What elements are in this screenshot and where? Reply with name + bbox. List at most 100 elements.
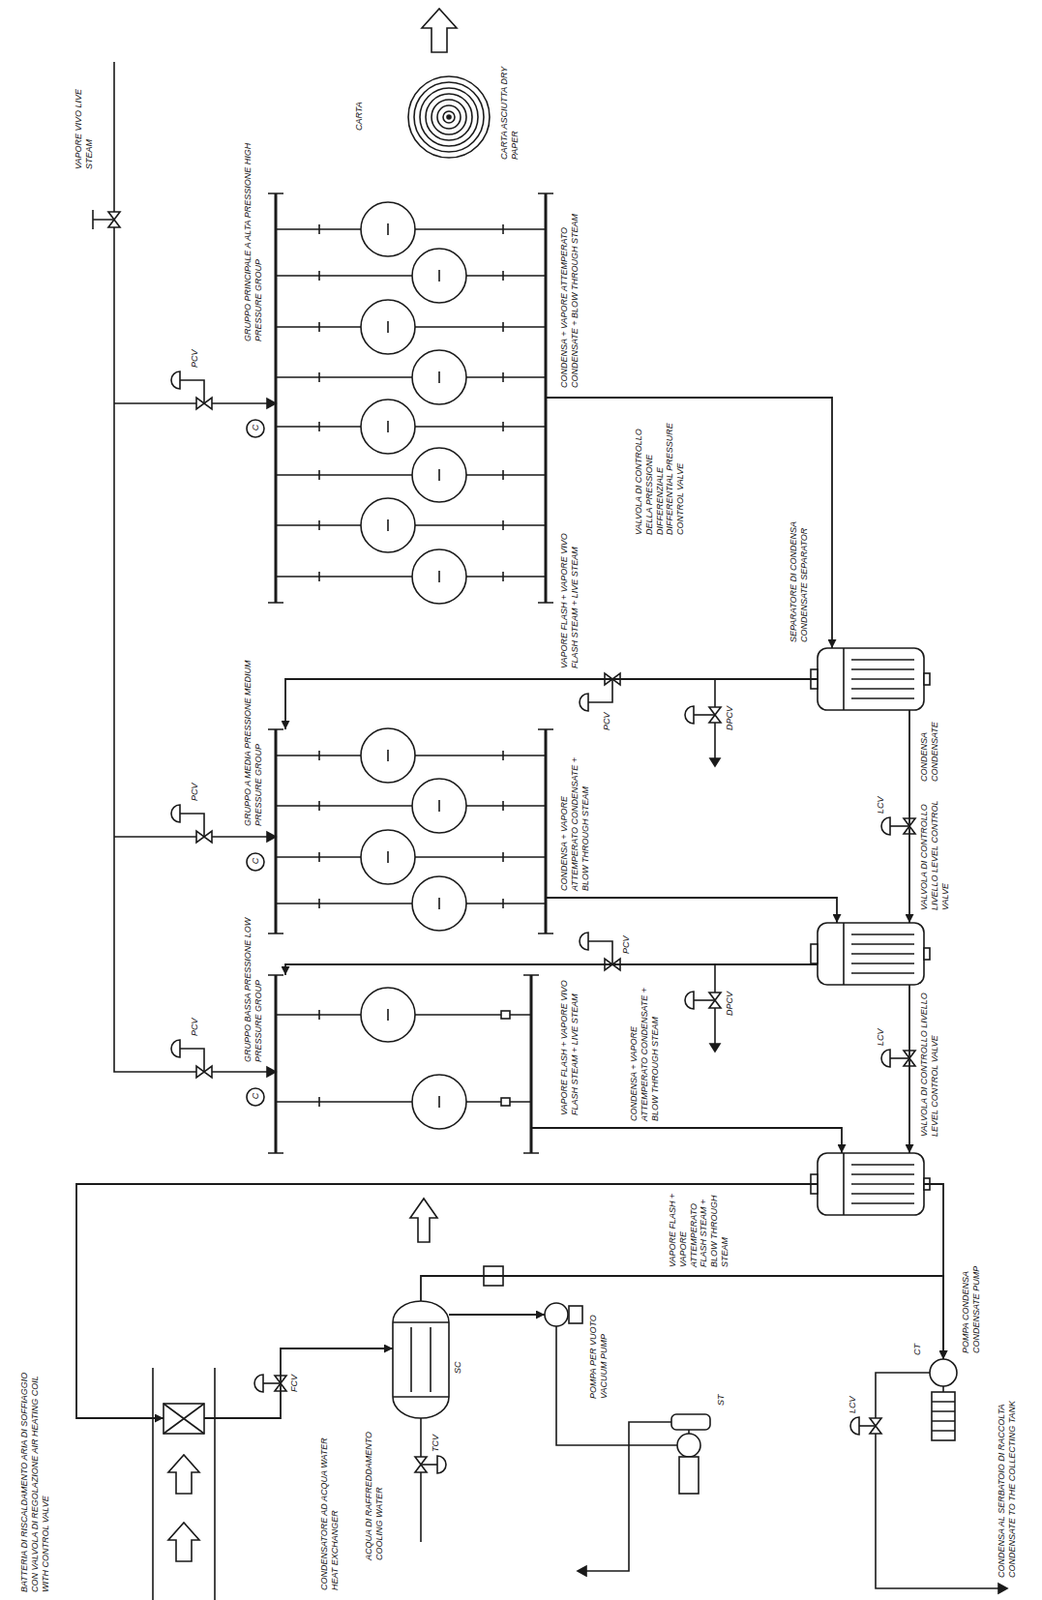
flow-label: VAPORE FLASH + VAPORE ATTEMPERATO FLASH … — [667, 1187, 731, 1269]
instrument-tag: PCV — [189, 348, 201, 369]
actuator-stem — [179, 813, 205, 837]
steam-trap — [501, 1011, 510, 1019]
pump-motor — [931, 1392, 955, 1441]
exchanger-shell — [392, 1301, 449, 1419]
separator-internals — [843, 1153, 915, 1216]
cylinder-joint — [387, 1009, 440, 1108]
duct-wall — [152, 1368, 215, 1600]
flow-label: VAPORE VIVO LIVE STEAM — [73, 57, 95, 171]
pipe-connector — [285, 679, 818, 730]
pressure-group: GRUPPO PRINCIPALE A ALTA PRESSIONE HIGH … — [275, 193, 546, 603]
exchanger-tubes — [392, 1322, 449, 1398]
cylinder-pipe — [275, 224, 546, 582]
cylinder-joint — [387, 223, 440, 583]
instrument-tag: ST — [715, 1393, 727, 1407]
separator-nozzle — [923, 673, 930, 685]
separator-shell — [817, 1153, 924, 1216]
silencer-tank — [671, 1414, 711, 1430]
actuator-stem — [693, 714, 715, 716]
motor-fins — [931, 1386, 955, 1431]
paper-flow — [408, 8, 490, 1243]
paper-reel — [437, 105, 461, 129]
paper-reel — [408, 76, 490, 158]
flow-label: ACQUA DI RAFFREDDAMENTO COOLING WATER — [363, 1424, 386, 1562]
low-pressure-cylinders — [267, 975, 539, 1154]
air-flow-arrow — [168, 1522, 200, 1562]
instrument-tag: FCV — [289, 1373, 300, 1394]
actuator-stem — [263, 1382, 281, 1385]
instrument-tag: PCV — [189, 1016, 201, 1038]
flow-arrowhead — [998, 1583, 1008, 1594]
valve-actuator — [579, 932, 589, 951]
pipe-connector — [448, 1313, 545, 1316]
actuator-stem — [179, 380, 205, 404]
separator-internals — [843, 922, 915, 985]
separator-nozzle — [810, 944, 818, 964]
medium-pressure-cylinders — [267, 728, 554, 934]
paper-direction-arrow — [410, 1198, 438, 1243]
valve-actuator — [881, 1049, 891, 1068]
pressure-group: GRUPPO A MEDIA PRESSIONE MEDIUM PRESSURE… — [275, 729, 546, 934]
valve-actuator — [171, 1040, 180, 1058]
equipment-note: VALVOLA DI CONTROLLO LIVELLO LEVEL CONTR… — [919, 990, 941, 1138]
equipment-label: GRUPPO PRINCIPALE A ALTA PRESSIONE HIGH … — [242, 109, 265, 342]
flow-label: CONDENSA CONDENSATE — [919, 713, 941, 783]
pipe-connector — [531, 1128, 842, 1154]
callout-circle — [246, 1088, 265, 1106]
equipment-note: VALVOLA DI CONTROLLO LIVELLO LEVEL CONTR… — [919, 788, 951, 912]
callout-letter: C — [250, 854, 262, 868]
condensate-separator — [817, 922, 924, 985]
pump-motor — [568, 1306, 583, 1324]
vent-pipe — [586, 1422, 689, 1572]
paper-reel — [431, 99, 467, 135]
flow-label: VAPORE FLASH + VAPORE VIVO FLASH STEAM +… — [559, 522, 581, 670]
actuator-stem — [890, 825, 910, 828]
paper-direction-arrow — [421, 8, 457, 53]
instrument-tag: PCV — [601, 711, 613, 732]
separator-nozzle — [923, 948, 930, 960]
coil-cross — [163, 1403, 205, 1434]
equipment-label: CONDENSATORE AD ACQUA WATER HEAT EXCHANG… — [319, 1421, 341, 1591]
flow-arrowhead — [710, 758, 720, 767]
valve-actuator — [881, 817, 891, 835]
condensate-separator: SEPARATORE DI CONDENSA CONDENSATE SEPARA… — [817, 648, 924, 711]
pump-motor — [679, 1457, 699, 1494]
pump-casing — [677, 1433, 701, 1458]
valve-actuator — [684, 991, 694, 1010]
paper-reel — [414, 82, 484, 152]
instrument-tag: LCV — [847, 1395, 859, 1415]
equipment-label: GRUPPO BASSA PRESSIONE LOW PRESSURE GROU… — [242, 888, 265, 1063]
exhaust-pipe — [556, 1326, 678, 1446]
paper-reel — [443, 111, 455, 123]
steam-trap — [501, 1098, 510, 1106]
instrument-tag: PCV — [621, 934, 632, 955]
pipe-connector — [76, 1184, 818, 1419]
flow-arrowhead — [710, 1043, 720, 1052]
pipe-connector — [545, 397, 833, 649]
instrument-tag: LCV — [875, 1027, 887, 1047]
equipment-label: SEPARATORE DI CONDENSA CONDENSATE SEPARA… — [788, 497, 810, 643]
equipment-label: POMPA CONDENSA CONDENSATE PUMP — [960, 1227, 983, 1354]
separator-internals — [843, 648, 915, 711]
water-heat-exchanger: SCCONDENSATORE AD ACQUA WATER HEAT EXCHA… — [392, 1301, 449, 1419]
equipment-note: VALVOLA DI CONTROLLO DELLA PRESSIONE DIF… — [633, 403, 686, 536]
actuator-stem — [179, 1048, 205, 1072]
separator-shell — [817, 922, 924, 985]
instrument-tag: PCV — [189, 781, 201, 803]
flow-arrowhead — [577, 1566, 587, 1577]
header-end — [267, 975, 539, 1154]
condensate-pump-set — [850, 1359, 1008, 1594]
condensate-separator — [817, 1153, 924, 1216]
callout-letter: C — [250, 420, 262, 435]
valve-actuator — [254, 1374, 264, 1393]
flow-label: CONDENSA + VAPORE ATTEMPERATO CONDENSATE… — [628, 980, 660, 1123]
instrument-tag: DPCV — [724, 990, 736, 1017]
reel-core — [446, 115, 451, 120]
callout-circle — [246, 853, 265, 871]
valve-handwheel — [92, 209, 115, 230]
separator-shell — [817, 648, 924, 711]
pipe-connector — [204, 1348, 393, 1419]
steam-pipe — [114, 61, 276, 1072]
valve-actuator — [437, 1456, 447, 1474]
separator-vessels — [810, 648, 930, 1216]
